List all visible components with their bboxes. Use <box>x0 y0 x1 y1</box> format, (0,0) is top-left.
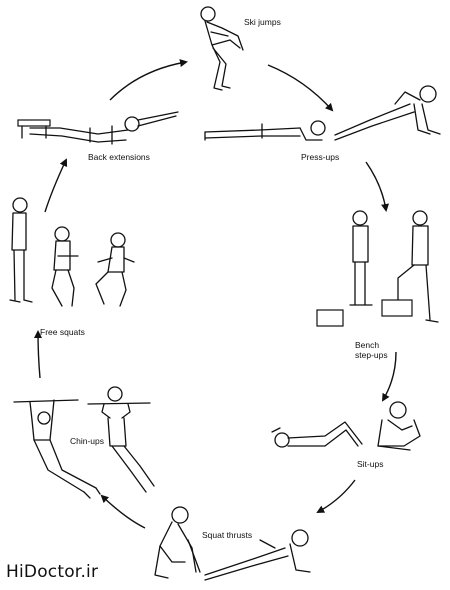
arrow-press-to-bench <box>365 161 390 212</box>
arrow-freesquat-to-back <box>44 158 68 213</box>
free-squats-figure-mid <box>51 226 79 307</box>
arrow-back-ext-to-ski <box>109 59 188 101</box>
press-ups-figure-down <box>204 120 326 141</box>
label-step-ups: step-ups <box>355 350 388 360</box>
label-chin-ups: Chin-ups <box>70 436 105 446</box>
bench-step-ups-figure-stepping <box>381 210 439 323</box>
bench-step-ups-figure-standing <box>316 210 373 327</box>
chin-ups-figure-pulled <box>101 386 155 493</box>
label-press-ups: Press-ups <box>301 152 340 162</box>
squat-thrusts-figure-extended <box>204 529 311 581</box>
free-squats-figure-standing <box>9 197 33 303</box>
circuit-arrows <box>34 59 397 529</box>
back-extensions-figure <box>17 111 179 145</box>
sit-ups-figure-sitting <box>377 401 421 451</box>
chin-ups-figure-hanging <box>29 399 101 499</box>
chin-ups-bar-left <box>13 399 79 403</box>
chin-ups-bar-right <box>87 402 151 405</box>
arrow-situps-to-squat <box>316 479 356 513</box>
arrow-bench-to-situps <box>381 351 397 402</box>
watermark-text: HiDoctor.ir <box>6 562 99 582</box>
squat-thrusts-figure-crouch <box>154 506 201 579</box>
label-ski-jumps: Ski jumps <box>244 17 281 27</box>
label-free-squats: Free squats <box>40 327 85 337</box>
label-squat-thrusts: Squat thrusts <box>202 530 253 540</box>
sit-ups-figure-lying <box>271 421 363 448</box>
free-squats-figure-low <box>95 232 135 307</box>
label-back-extensions: Back extensions <box>88 152 150 162</box>
press-ups-figure-up <box>334 85 441 141</box>
label-sit-ups: Sit-ups <box>357 459 384 469</box>
arrow-chin-to-freesquat <box>34 330 43 379</box>
ski-jumps-figure <box>200 6 244 91</box>
arrow-ski-to-press <box>267 64 334 112</box>
label-bench: Bench <box>355 340 380 350</box>
arrow-squat-to-chin <box>100 494 146 529</box>
